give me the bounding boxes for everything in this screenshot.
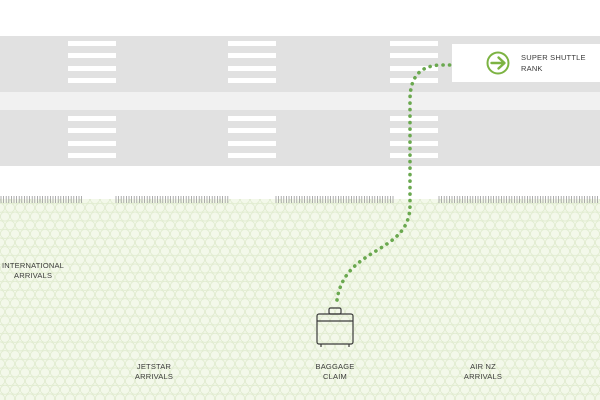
international-arrivals-line1: INTERNATIONAL [2,261,65,270]
crosswalk-stripe [68,66,116,71]
crosswalk-stripe [390,141,438,146]
crosswalk-stripe [68,53,116,58]
crosswalks [68,41,438,158]
walking-route [335,63,457,302]
crosswalk-stripe [68,153,116,158]
super-shuttle-rank-label-box [452,44,600,82]
crosswalk-stripe [390,66,438,71]
international-arrivals-line2: ARRIVALS [14,271,53,280]
crosswalk-stripe [228,78,276,83]
crosswalk-stripe [228,141,276,146]
baggage-claim-label: BAGGAGE CLAIM [306,362,364,382]
crosswalk-stripe [228,128,276,133]
road-divider [0,92,600,110]
crosswalk-stripe [390,128,438,133]
super-shuttle-rank-subtitle: RANK [521,64,543,73]
crosswalk-stripe [390,78,438,83]
crosswalk-stripe [68,41,116,46]
super-shuttle-rank-title: SUPER SHUTTLE [521,53,586,62]
crosswalk-stripe [68,78,116,83]
air-nz-arrivals-line1: AIR NZ [470,362,496,371]
terminal-curb [0,196,598,203]
crosswalk-stripe [228,153,276,158]
baggage-claim-line1: BAGGAGE [315,362,355,371]
crosswalk-stripe [390,116,438,121]
air-nz-arrivals-label: AIR NZ ARRIVALS [455,362,511,382]
jetstar-arrivals-label: JETSTAR ARRIVALS [126,362,182,382]
terminal-floor-pattern [0,199,600,400]
crosswalk-stripe [228,66,276,71]
jetstar-arrivals-line1: JETSTAR [136,362,172,371]
international-arrivals-label: INTERNATIONAL ARRIVALS [2,261,64,281]
crosswalk-stripe [228,53,276,58]
crosswalk-stripe [228,41,276,46]
baggage-claim-line2: CLAIM [323,372,347,381]
crosswalk-stripe [390,153,438,158]
crosswalk-stripe [390,41,438,46]
crosswalk-stripe [68,128,116,133]
crosswalk-stripe [68,141,116,146]
jetstar-arrivals-line2: ARRIVALS [134,372,174,381]
arrow-right-circle-icon [486,51,510,75]
suitcase-icon [316,307,354,347]
crosswalk-stripe [68,116,116,121]
crosswalk-stripe [390,53,438,58]
crosswalk-stripe [228,116,276,121]
air-nz-arrivals-line2: ARRIVALS [463,372,503,381]
